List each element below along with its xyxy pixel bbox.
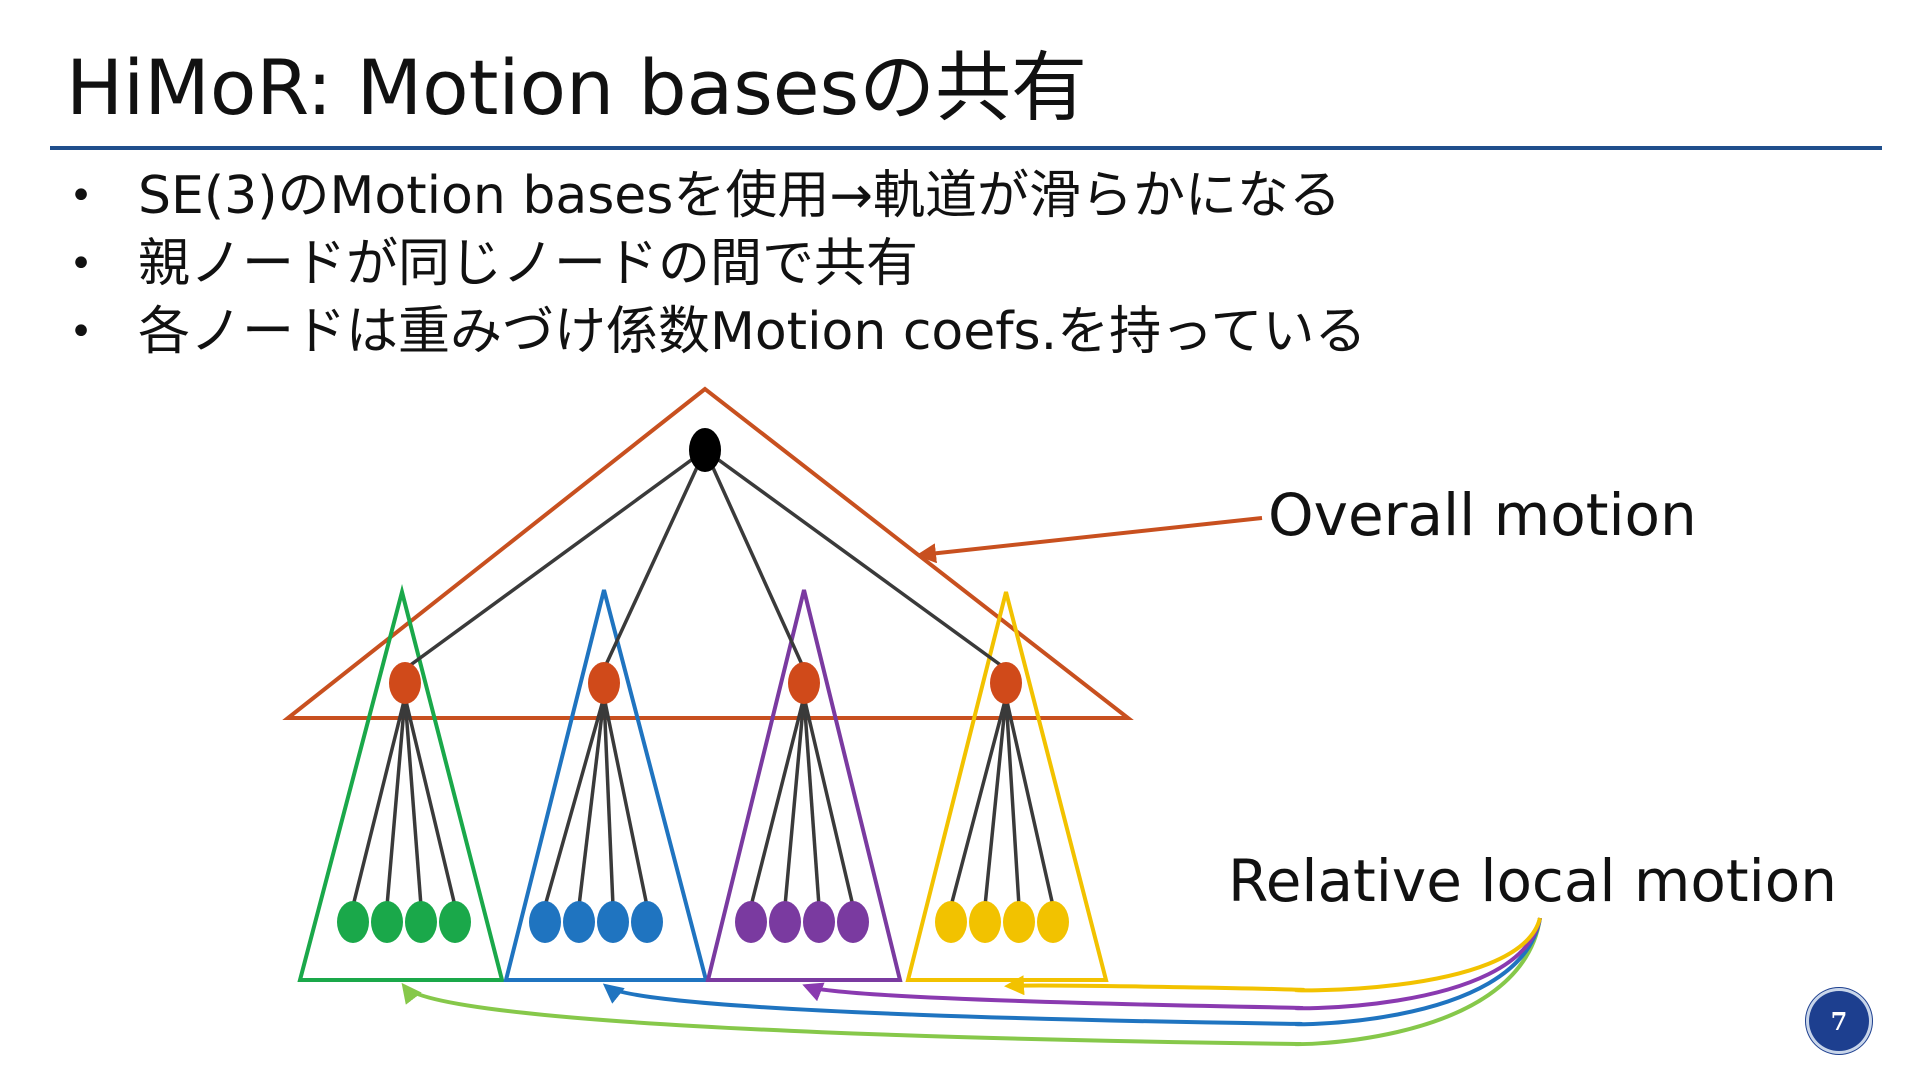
local-motion-triangle bbox=[503, 589, 709, 982]
parent-node bbox=[588, 662, 620, 704]
tree-edge bbox=[802, 696, 855, 907]
tree-edge bbox=[543, 696, 606, 907]
title-divider bbox=[50, 146, 1882, 150]
bullet-text: SE(3)のMotion basesを使用→軌道が滑らかになる bbox=[138, 166, 1341, 226]
tree-edge bbox=[703, 448, 1008, 671]
page-number-badge: 7 bbox=[1806, 988, 1872, 1054]
leaf-node bbox=[529, 901, 561, 943]
leaf-node bbox=[735, 901, 767, 943]
relative-motion-arrow bbox=[802, 917, 1542, 1011]
tree-edge bbox=[783, 696, 806, 907]
tree-edge bbox=[602, 696, 649, 907]
relative-motion-arrow bbox=[401, 917, 1542, 1047]
tree-edge bbox=[577, 696, 606, 907]
tree-edge bbox=[403, 696, 457, 907]
tree-edge bbox=[949, 696, 1008, 907]
leaf-node bbox=[337, 901, 369, 943]
bullet-text: 親ノードが同じノードの間で共有 bbox=[138, 234, 919, 294]
parent-node bbox=[389, 662, 421, 704]
tree-edge bbox=[1004, 696, 1021, 907]
leaf-node bbox=[631, 901, 663, 943]
leaf-node bbox=[1003, 901, 1035, 943]
tree-edge bbox=[802, 696, 821, 907]
bullet-item: • 親ノードが同じノードの間で共有 bbox=[66, 230, 1367, 298]
tree-edge bbox=[983, 696, 1008, 907]
leaf-node bbox=[935, 901, 967, 943]
overall-motion-label: Overall motion bbox=[1268, 481, 1697, 549]
local-motion-triangle bbox=[297, 584, 505, 982]
root-node bbox=[689, 428, 721, 472]
bullet-item: • SE(3)のMotion basesを使用→軌道が滑らかになる bbox=[66, 162, 1367, 230]
bullet-item: • 各ノードは重みづけ係数Motion coefs.を持っている bbox=[66, 298, 1367, 366]
local-motion-triangle bbox=[705, 589, 903, 982]
local-motion-triangle bbox=[905, 591, 1109, 982]
bullet-marker: • bbox=[69, 173, 93, 219]
overall-motion-triangle bbox=[282, 386, 1134, 720]
tree-edge bbox=[749, 696, 806, 907]
leaf-node bbox=[371, 901, 403, 943]
bullet-marker: • bbox=[69, 241, 93, 287]
overall-motion-pointer bbox=[916, 516, 1263, 564]
leaf-node bbox=[563, 901, 595, 943]
relative-motion-arrow bbox=[602, 917, 1542, 1027]
leaf-node bbox=[439, 901, 471, 943]
leaf-node bbox=[803, 901, 835, 943]
bullet-marker: • bbox=[69, 309, 93, 355]
leaf-node bbox=[597, 901, 629, 943]
tree-edge bbox=[351, 696, 407, 907]
tree-edge bbox=[602, 449, 707, 670]
tree-edge bbox=[703, 449, 806, 670]
leaf-node bbox=[405, 901, 437, 943]
parent-node bbox=[788, 662, 820, 704]
leaf-node bbox=[969, 901, 1001, 943]
relative-local-motion-label: Relative local motion bbox=[1228, 847, 1837, 915]
tree-edge bbox=[403, 448, 707, 671]
leaf-node bbox=[1037, 901, 1069, 943]
tree-edge bbox=[385, 696, 407, 907]
bullet-text: 各ノードは重みづけ係数Motion coefs.を持っている bbox=[138, 302, 1367, 362]
slide-title: HiMoR: Motion basesの共有 bbox=[66, 43, 1088, 132]
leaf-node bbox=[769, 901, 801, 943]
leaf-node bbox=[837, 901, 869, 943]
tree-edge bbox=[1004, 696, 1055, 907]
page-number: 7 bbox=[1830, 1006, 1848, 1036]
tree-edge bbox=[403, 696, 423, 907]
bullet-list: • SE(3)のMotion basesを使用→軌道が滑らかになる • 親ノード… bbox=[66, 162, 1367, 366]
parent-node bbox=[990, 662, 1022, 704]
tree-edge bbox=[602, 696, 615, 907]
relative-motion-arrow bbox=[1004, 917, 1542, 996]
